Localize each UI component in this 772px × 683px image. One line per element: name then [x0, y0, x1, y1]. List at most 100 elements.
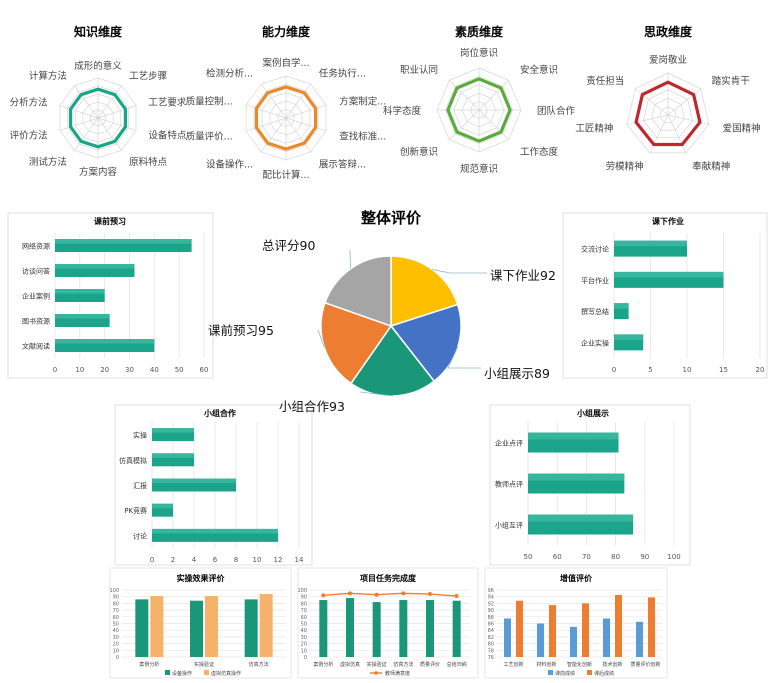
- y-tick-label: 70: [301, 608, 307, 614]
- radar-axis-label: 工匠精神: [575, 122, 613, 134]
- bar-highlight: [55, 339, 155, 344]
- radar-spoke: [285, 117, 327, 132]
- bar-highlight: [55, 289, 105, 294]
- chart-frame: [297, 567, 479, 679]
- radar-spoke: [667, 114, 687, 153]
- y-category-label: 文献阅读: [22, 342, 50, 351]
- radar-axis-label: 工作态度: [520, 146, 559, 158]
- y-tick-label: 80: [113, 601, 119, 607]
- legend-label: 虚拟仿真操作: [211, 670, 241, 677]
- y-tick-label: 30: [301, 635, 307, 641]
- radar-spoke: [634, 88, 669, 116]
- radar-axis-label: 计算方法: [29, 70, 67, 82]
- bar-质量评价-series: [426, 600, 434, 657]
- x-tick-label: 5: [648, 366, 652, 374]
- x-tick-label: 4: [192, 556, 197, 564]
- bar-highlight: [55, 239, 192, 244]
- x-tick-label: 60: [553, 553, 562, 561]
- legend-swatch: [165, 670, 170, 675]
- bar-highlight: [55, 314, 110, 319]
- y-category-label: 企业实操: [581, 338, 609, 347]
- x-category-label: 仿真方法: [393, 661, 413, 668]
- bar-案例分析-虚拟仿真操作: [150, 596, 164, 657]
- bar-智能化创新-课前成绩: [570, 626, 577, 657]
- x-tick-label: 15: [719, 366, 728, 374]
- x-category-label: 总结归纳: [447, 661, 467, 668]
- radar-grid-ring: [643, 89, 693, 139]
- x-category-label: 智能化创新: [567, 661, 592, 668]
- radar-axis-label: 方案制定...: [339, 96, 386, 108]
- radar-axis-label: 方案内容: [79, 166, 118, 178]
- y-category-label: 讨论: [133, 531, 147, 540]
- bar-highlight: [152, 503, 173, 509]
- pie-data-label: 课前预习95: [208, 323, 274, 338]
- line-point: [428, 592, 432, 597]
- bar-智能化创新-课后成绩: [582, 603, 589, 657]
- x-tick-label: 6: [213, 556, 218, 564]
- radar-title-2: 素质维度: [455, 24, 504, 39]
- bar-highlight: [152, 528, 278, 534]
- bar-highlight: [528, 432, 619, 440]
- radar-axis-label: 查找标准...: [339, 130, 386, 142]
- y-tick-label: 96: [488, 588, 494, 594]
- hbar-title-6: 课下作业: [652, 216, 684, 226]
- radar-axis-label: 分析方法: [10, 97, 48, 109]
- y-category-label: 图书资源: [22, 317, 50, 326]
- radar-spoke: [245, 117, 287, 132]
- bar-虚拟仿真-series: [346, 598, 354, 657]
- radar-axis-label: 成形的意义: [74, 60, 122, 72]
- vchart-title-9: 实操效果评价: [177, 573, 226, 583]
- line-point: [374, 592, 379, 597]
- y-tick-label: 20: [301, 642, 307, 648]
- pie-leader-line: [447, 346, 481, 369]
- legend-label: 教师满意度: [385, 670, 410, 677]
- radar-title-0: 知识维度: [73, 24, 123, 39]
- bar-工艺创新-课后成绩: [516, 600, 523, 657]
- y-tick-label: 40: [113, 628, 119, 634]
- legend-label: 设备操作: [172, 670, 192, 677]
- pie-leader-line: [359, 391, 393, 397]
- radar-series-line: [254, 85, 318, 151]
- legend-swatch: [548, 670, 553, 675]
- radar-spoke: [667, 88, 702, 116]
- x-tick-label: 12: [274, 556, 283, 564]
- y-tick-label: 90: [301, 595, 307, 601]
- x-category-label: 质量评价: [420, 661, 440, 668]
- x-tick-label: 30: [125, 366, 134, 374]
- radar-axis-label: 奉献精神: [692, 160, 730, 172]
- radar-spoke: [449, 80, 480, 111]
- radar-spoke: [285, 104, 327, 119]
- bar-highlight: [152, 478, 236, 484]
- radar-axis-label: 任务执行...: [319, 68, 366, 80]
- y-category-label: 网络资源: [22, 242, 50, 251]
- x-tick-label: 60: [200, 366, 209, 374]
- bar-highlight: [152, 453, 194, 458]
- y-tick-label: 100: [109, 588, 119, 594]
- radar-series-line: [446, 77, 512, 143]
- y-tick-label: 100: [297, 588, 307, 594]
- radar-spoke: [449, 109, 480, 140]
- x-tick-label: 100: [667, 553, 680, 561]
- radar-spoke: [478, 109, 509, 140]
- y-tick-label: 20: [113, 642, 119, 648]
- bar-highlight: [614, 240, 687, 247]
- bar-质量评价创新-课后成绩: [648, 597, 655, 657]
- radar-axis-label: 设备特点: [148, 129, 187, 141]
- y-category-label: 小组互评: [495, 521, 523, 530]
- y-tick-label: 76: [488, 655, 494, 661]
- bar-实操验证-series: [372, 602, 381, 657]
- bar-highlight: [528, 514, 634, 522]
- x-tick-label: 70: [582, 553, 591, 561]
- pie-leader-line: [349, 249, 351, 269]
- radar-spoke: [667, 114, 710, 125]
- pie-data-label: 小组合作93: [279, 399, 345, 414]
- hbar-title-4: 课前预习: [94, 216, 126, 226]
- line-point: [348, 591, 352, 596]
- radar-axis-label: 配比计算...: [262, 169, 309, 181]
- radar-axis-label: 岗位意识: [460, 47, 498, 59]
- line-point: [321, 593, 326, 598]
- x-category-label: 材料创新: [536, 661, 556, 668]
- radar-axis-label: 职业认同: [400, 64, 438, 76]
- y-tick-label: 92: [488, 601, 494, 607]
